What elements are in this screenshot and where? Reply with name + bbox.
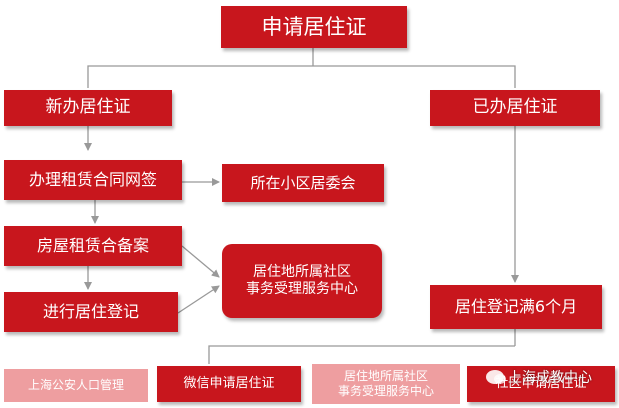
- community-apply-box: 社区申请居住证: [467, 366, 615, 402]
- service-center-line1: 居住地所属社区: [253, 263, 351, 280]
- neighborhood-committee-box: 所在小区居委会: [222, 164, 384, 202]
- arrow-register-to-center: [177, 285, 220, 314]
- lease-record-box: 房屋租赁合备案: [4, 226, 182, 266]
- register-box: 进行居住登记: [4, 292, 178, 332]
- watermark-text: 上海成教中心: [508, 370, 592, 386]
- existing-permit-box: 已办居住证: [430, 90, 600, 126]
- center-apply-line1: 居住地所属社区: [343, 369, 428, 383]
- police-portal-box: 上海公安人口管理: [4, 369, 148, 402]
- new-permit-box: 新办居住证: [4, 90, 172, 126]
- center-apply-box: 居住地所属社区 事务受理服务中心: [312, 364, 460, 404]
- wechat-apply-box: 微信申请居住证: [157, 366, 301, 402]
- watermark: 上海成教中心: [486, 367, 592, 387]
- service-center-line2: 事务受理服务中心: [246, 281, 358, 297]
- wechat-bubble-icon: [486, 370, 506, 384]
- six-months-box: 居住登记满6个月: [430, 285, 602, 329]
- center-apply-line2: 事务受理服务中心: [337, 384, 434, 398]
- channel-split-line: [208, 345, 515, 364]
- arrow-lease-record-to-center: [181, 245, 220, 278]
- title-split-line: [87, 65, 516, 88]
- title-box: 申请居住证: [221, 6, 407, 48]
- lease-sign-box: 办理租赁合同网签: [4, 160, 182, 200]
- service-center-box: 居住地所属社区 事务受理服务中心: [222, 244, 382, 318]
